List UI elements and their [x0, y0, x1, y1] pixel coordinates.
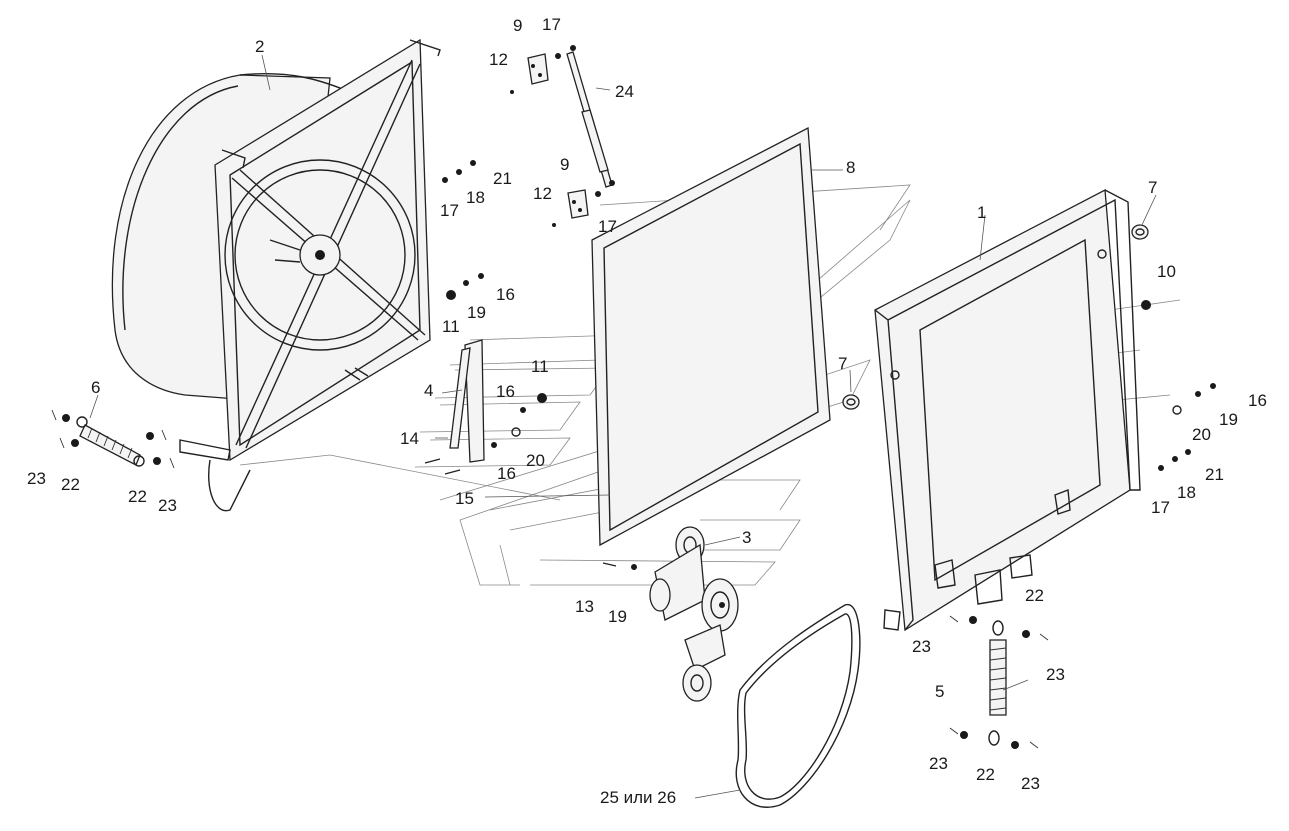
gas-spring-group	[510, 45, 615, 227]
seal-frame	[591, 126, 831, 547]
tension-spring-right	[949, 615, 1049, 749]
label-23: 23	[929, 754, 948, 773]
label-22: 22	[976, 765, 995, 784]
right-hardware	[1158, 383, 1216, 471]
label-19: 19	[608, 607, 627, 626]
label-14: 14	[400, 429, 419, 448]
label-16: 16	[496, 285, 515, 304]
callout-labels: 2 9 17 12 24 9 12 17 8 21 18 17 16 19 11…	[27, 15, 1267, 807]
label-12: 12	[533, 184, 552, 203]
label-8: 8	[846, 158, 855, 177]
label-3: 3	[742, 528, 751, 547]
label-23: 23	[1046, 665, 1065, 684]
drive-belt	[735, 604, 861, 808]
label-5: 5	[935, 682, 944, 701]
caps	[842, 224, 1151, 410]
label-17: 17	[440, 201, 459, 220]
fan-shroud-assembly	[111, 38, 441, 512]
label-18: 18	[466, 188, 485, 207]
label-22: 22	[61, 475, 80, 494]
label-21: 21	[1205, 465, 1224, 484]
label-20: 20	[1192, 425, 1211, 444]
label-9: 9	[513, 16, 522, 35]
support-bracket	[424, 160, 547, 475]
label-23: 23	[1021, 774, 1040, 793]
label-15: 15	[455, 489, 474, 508]
label-1: 1	[977, 203, 986, 222]
label-23: 23	[27, 469, 46, 488]
label-22: 22	[1025, 586, 1044, 605]
label-13: 13	[575, 597, 594, 616]
label-2: 2	[255, 37, 264, 56]
label-22: 22	[128, 487, 147, 506]
label-16: 16	[497, 464, 516, 483]
label-23: 23	[912, 637, 931, 656]
radiator-frame	[874, 188, 1141, 632]
label-7: 7	[838, 354, 847, 373]
label-12: 12	[489, 50, 508, 69]
label-6: 6	[91, 378, 100, 397]
label-4: 4	[424, 381, 433, 400]
label-25-or-26: 25 или 26	[600, 788, 676, 807]
label-9: 9	[560, 155, 569, 174]
label-17: 17	[542, 15, 561, 34]
label-18: 18	[1177, 483, 1196, 502]
label-17: 17	[598, 217, 617, 236]
label-24: 24	[615, 82, 634, 101]
label-21: 21	[493, 169, 512, 188]
label-16: 16	[1248, 391, 1267, 410]
label-11: 11	[531, 357, 549, 376]
label-7: 7	[1148, 178, 1157, 197]
label-19: 19	[1219, 410, 1238, 429]
label-20: 20	[526, 451, 545, 470]
leader-lines	[89, 54, 1157, 799]
label-11: 11	[442, 317, 460, 336]
label-23: 23	[158, 496, 177, 515]
label-16: 16	[496, 382, 515, 401]
label-19: 19	[467, 303, 486, 322]
tension-spring-left	[51, 409, 175, 469]
label-17: 17	[1151, 498, 1170, 517]
tensioner-assembly	[602, 526, 739, 702]
label-10: 10	[1157, 262, 1176, 281]
